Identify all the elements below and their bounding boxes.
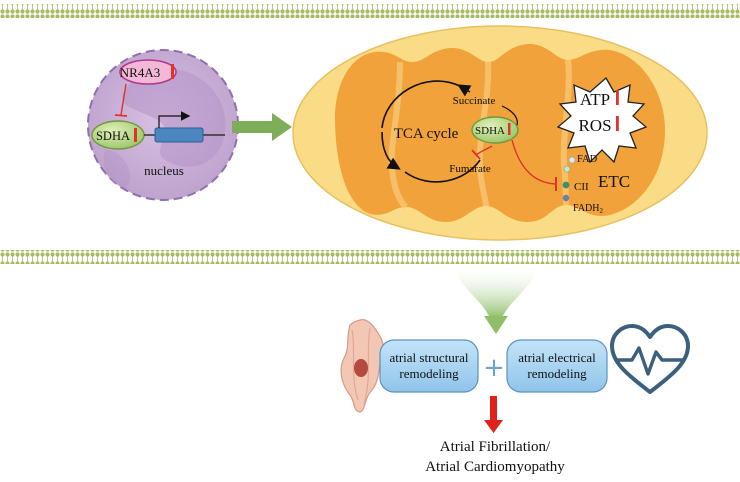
- cii-inhibition-line: [511, 139, 557, 185]
- plus-icon: +: [483, 353, 505, 383]
- nr4a3-label: NR4A3: [120, 65, 160, 80]
- top-membrane: [0, 4, 740, 18]
- complex-dot-1: [563, 165, 571, 173]
- structural-remodeling-label: atrial structural remodeling: [389, 350, 469, 381]
- inhibition-icon: [114, 114, 128, 117]
- cii-dot: [562, 181, 570, 189]
- inhibition-line: [120, 83, 127, 116]
- outcome-line-2: Atrial Cardiomyopathy: [425, 459, 565, 475]
- succinate-label: Succinate: [453, 95, 496, 107]
- heart-pulse-icon: [610, 324, 690, 394]
- fumarate-inhibition-arc: [475, 145, 493, 156]
- tca-cycle-label: TCA cycle: [394, 126, 459, 142]
- cii-label: CII: [574, 181, 589, 193]
- fumarate-inhibition-icon: [471, 149, 481, 160]
- outcome-text: Atrial Fibrillation/ Atrial Cardiomyopat…: [380, 437, 610, 477]
- nr4a3-decrease-icon: [171, 64, 174, 79]
- ros-increase-icon: [616, 116, 619, 131]
- nucleus-sdha-label: SDHA: [96, 129, 130, 143]
- down-arrow-icon: [484, 420, 503, 433]
- atp-decrease-icon: [616, 90, 619, 105]
- nr4a3-pill: [119, 59, 177, 85]
- electrical-remodeling-box: [506, 339, 608, 393]
- chromatin-shape: [103, 149, 131, 188]
- fad-label: FAD: [577, 154, 598, 165]
- tca-arrow-left: [381, 131, 401, 170]
- mito-sdha-label: SDHA: [475, 125, 505, 137]
- tca-arrowhead-top: [457, 84, 472, 97]
- down-arrow-shaft: [490, 396, 497, 422]
- outcome-line-1: Atrial Fibrillation/: [439, 439, 551, 455]
- nucleus-label: nucleus: [144, 163, 184, 178]
- fadh2-dot: [562, 194, 570, 202]
- funnel-arrowhead: [484, 316, 508, 334]
- fad-dot: [568, 156, 576, 164]
- tca-arc-bottom: [404, 159, 481, 183]
- cell-nucleus: [354, 359, 368, 377]
- crista-2: [476, 61, 492, 207]
- atp-ros-starburst: [556, 76, 648, 164]
- fumarate-label: Fumarate: [449, 163, 491, 175]
- nucleus-to-mito-arrow: [232, 113, 292, 141]
- etc-label: ETC: [598, 172, 630, 191]
- mito-sdha-pill: [471, 116, 519, 144]
- ros-label: ROS: [578, 116, 611, 135]
- nucleus-sdha-decrease-icon: [134, 128, 137, 142]
- fadh2-label: FADH2: [573, 203, 603, 215]
- electrical-remodeling-label: atrial electrical remodeling: [518, 350, 596, 381]
- mito-sdha-decrease-icon: [508, 123, 511, 135]
- cardiomyocyte-icon: [340, 319, 384, 413]
- tca-arc-top: [381, 80, 461, 129]
- crista-1: [388, 61, 409, 210]
- gene-box: [154, 127, 204, 143]
- funnel-shape: [452, 265, 540, 318]
- atp-label: ATP: [580, 90, 610, 109]
- middle-membrane: [0, 250, 740, 264]
- gene-arrow-icon: [158, 111, 191, 128]
- structural-remodeling-box: [379, 339, 479, 393]
